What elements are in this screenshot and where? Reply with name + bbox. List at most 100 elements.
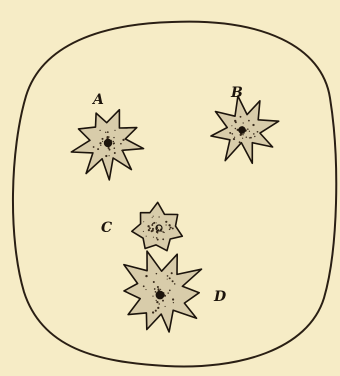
- cell-b-granule: [250, 137, 252, 139]
- cell-d-granule: [145, 289, 146, 290]
- cell-a-granule: [108, 147, 110, 149]
- cell-c-granule: [153, 237, 154, 238]
- cell-b-granule: [235, 128, 237, 130]
- cell-a-granule: [102, 141, 103, 142]
- cell-a-granule: [93, 146, 95, 148]
- cell-c-granule: [156, 222, 157, 223]
- cell-b-granule: [242, 134, 243, 135]
- cell-c-granule: [143, 221, 144, 222]
- cell-d-granule: [143, 285, 145, 287]
- cell-a-granule: [105, 155, 107, 157]
- cell-a-granule: [109, 155, 110, 156]
- cell-b-granule: [233, 138, 235, 140]
- cell-c-granule: [168, 224, 170, 226]
- cell-c-granule: [151, 224, 153, 226]
- cell-d-granule: [155, 310, 157, 312]
- cell-a-granule: [100, 145, 101, 146]
- cell-c-granule: [156, 237, 158, 239]
- cell-d-granule: [156, 301, 158, 303]
- label-c: C: [101, 220, 112, 236]
- cell-b: [211, 96, 279, 163]
- cell-b-nucleus: [239, 127, 245, 133]
- cell-b-granule: [252, 124, 254, 126]
- cell-c-granule: [146, 236, 147, 237]
- cell-c-granule: [172, 227, 174, 229]
- label-b: B: [230, 85, 243, 101]
- cell-d-granule: [172, 280, 174, 282]
- cell-a-granule: [113, 142, 115, 144]
- cell-d-granule: [160, 289, 161, 290]
- cell-c-granule: [149, 227, 151, 229]
- cell-b-granule: [246, 136, 247, 137]
- container-outline: [13, 22, 336, 367]
- cell-d-granule: [154, 288, 156, 290]
- cell-d-granule: [152, 311, 154, 313]
- cell-d: [124, 251, 202, 332]
- cell-a-granule: [101, 138, 103, 140]
- cell-c-granule: [166, 224, 167, 225]
- cell-a-granule: [122, 139, 124, 141]
- cell-d-granule: [172, 298, 174, 300]
- cell-a-granule: [112, 141, 114, 143]
- cell-b-granule: [231, 125, 232, 126]
- cell-d-granule: [173, 302, 174, 303]
- cell-a-granule: [113, 137, 114, 138]
- cell-c: [132, 202, 183, 250]
- cell-d-granule: [157, 286, 159, 288]
- cell-d-granule: [158, 303, 159, 304]
- cell-d-granule: [156, 300, 157, 301]
- cell-b-granule: [235, 121, 237, 123]
- cell-c-granule: [148, 229, 150, 231]
- cell-b-granule: [242, 138, 243, 139]
- cell-b-granule: [254, 136, 255, 137]
- cell-b-granule: [257, 131, 259, 133]
- cell-b-granule: [234, 137, 235, 138]
- cell-b-granule: [231, 133, 233, 135]
- cell-a-granule: [105, 132, 106, 133]
- cell-d-granule: [171, 272, 173, 274]
- cell-d-nucleus: [156, 291, 164, 299]
- cell-d-granule: [174, 283, 176, 285]
- cell-a-granule: [99, 142, 101, 144]
- label-a: A: [91, 92, 104, 108]
- cell-d-granule: [152, 296, 153, 297]
- cell-d-granule: [167, 292, 168, 293]
- cell-a-granule: [121, 150, 122, 151]
- cell-c-granule: [165, 221, 167, 223]
- cell-a-granule: [114, 152, 116, 154]
- cell-d-granule: [156, 273, 158, 275]
- cell-c-granule: [170, 227, 172, 229]
- cell-b-granule: [249, 131, 250, 132]
- cell-a-granule: [114, 147, 116, 149]
- cell-c-granule: [152, 217, 153, 218]
- cell-a-granule: [106, 136, 108, 138]
- cell-a-granule: [120, 143, 122, 145]
- cell-d-granule: [155, 291, 157, 293]
- cell-a-granule: [97, 148, 99, 150]
- cell-d-granule: [157, 288, 159, 290]
- cell-b-granule: [249, 137, 250, 138]
- cell-d-granule: [162, 300, 164, 302]
- cell-a: [71, 110, 143, 180]
- cell-c-granule: [153, 216, 154, 217]
- cell-d-granule: [169, 277, 171, 279]
- cell-a-granule: [99, 130, 100, 131]
- cell-b-granule: [247, 128, 249, 130]
- cell-c-granule: [151, 230, 153, 232]
- cell-c-granule: [163, 232, 164, 233]
- cell-c-granule: [143, 231, 144, 232]
- cell-a-granule: [114, 130, 115, 131]
- cell-d-granule: [157, 307, 159, 309]
- cell-b-granule: [248, 120, 250, 122]
- cell-c-granule: [158, 216, 159, 217]
- cell-a-nucleus: [104, 139, 111, 146]
- cell-c-granule: [157, 239, 159, 241]
- cell-d-granule: [169, 290, 171, 292]
- cell-d-granule: [167, 275, 169, 277]
- label-d: D: [213, 289, 227, 305]
- cell-d-granule: [145, 275, 147, 277]
- cell-b-granule: [229, 132, 231, 134]
- cell-c-granule: [169, 229, 171, 231]
